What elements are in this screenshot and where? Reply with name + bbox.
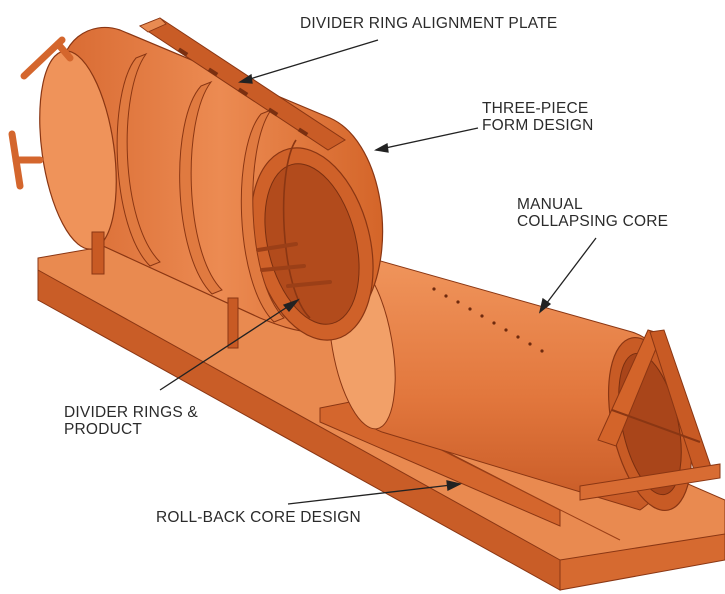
label-three-piece-line1: THREE-PIECE	[482, 100, 589, 117]
leader-rollback	[287, 483, 461, 505]
alignment-plate-top	[139, 17, 167, 33]
label-collapsing-line2: COLLAPSING CORE	[517, 213, 669, 230]
a-frame-foot	[579, 463, 721, 501]
leader-divider-rings	[159, 299, 299, 391]
leader-three-piece	[375, 127, 479, 151]
a-frame-brace	[611, 409, 701, 443]
label-collapsing-line1: MANUAL	[517, 196, 583, 213]
handle-bottom-left	[8, 130, 44, 190]
handle-top-left	[20, 36, 74, 80]
label-divider-line2: PRODUCT	[64, 421, 143, 438]
a-frame-stand	[579, 329, 721, 501]
label-alignment-plate-text: DIVIDER RING ALIGNMENT PLATE	[300, 15, 558, 32]
leader-collapsing-core	[539, 237, 597, 313]
core-bolt-holes	[432, 287, 544, 353]
leader-alignment-plate	[239, 39, 379, 83]
label-three-piece-form: THREE-PIECE FORM DESIGN	[482, 100, 594, 134]
roll-back-rail	[319, 401, 561, 527]
label-collapsing-core: MANUAL COLLAPSING CORE	[517, 196, 668, 230]
label-alignment-plate: DIVIDER RING ALIGNMENT PLATE	[300, 15, 557, 32]
ring-flanges	[116, 52, 285, 323]
label-divider-line1: DIVIDER RINGS &	[64, 404, 198, 421]
product-pins	[256, 242, 332, 288]
label-rollback-core: ROLL-BACK CORE DESIGN	[156, 509, 361, 526]
label-rollback-text: ROLL-BACK CORE DESIGN	[156, 509, 361, 526]
base-end-face	[559, 533, 725, 591]
three-piece-form	[8, 17, 384, 349]
form-legs	[91, 231, 239, 349]
leader-lines	[159, 39, 597, 505]
label-divider-rings: DIVIDER RINGS & PRODUCT	[64, 404, 198, 438]
label-three-piece-line2: FORM DESIGN	[482, 117, 594, 134]
alignment-plate-slots	[177, 47, 309, 137]
